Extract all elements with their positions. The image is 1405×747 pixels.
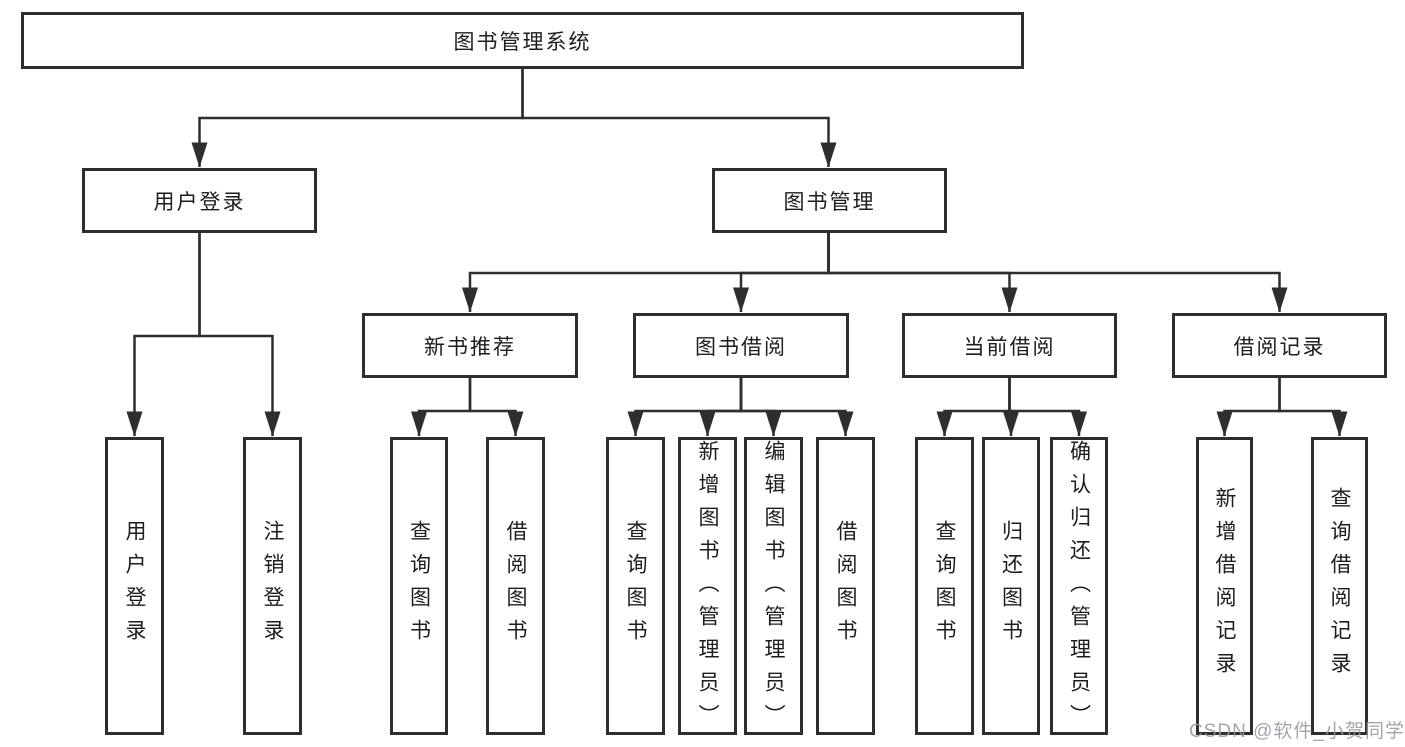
node-new-book-recommend: 新书推荐: [362, 313, 578, 378]
leaf-label: 查询图书: [407, 520, 431, 652]
leaf-borrow-book: 借阅图书: [816, 437, 875, 735]
node-label: 图书管理: [783, 190, 876, 214]
node-label: 新书推荐: [424, 335, 516, 359]
node-library-management-system: 图书管理系统: [21, 12, 1024, 69]
leaf-label: 新增借阅记录: [1213, 487, 1236, 685]
leaf-query-book-current: 查询图书: [915, 437, 974, 735]
connector-current-leaf3: [1008, 378, 1087, 437]
node-label: 用户登录: [153, 190, 246, 214]
connector-borrow-leaf4: [739, 378, 854, 437]
leaf-label: 归还图书: [999, 520, 1023, 652]
leaf-label: 借阅图书: [834, 520, 857, 652]
leaf-label: 注销登录: [261, 520, 284, 652]
connector-borrow-leaf3: [739, 378, 782, 437]
leaf-confirm-return-admin: 确认归还（管理员）: [1050, 437, 1108, 737]
leaf-borrow-book-recommend: 借阅图书: [486, 437, 545, 735]
leaf-label: 用户登录: [123, 520, 146, 652]
connector-mgmt-records: [827, 233, 1288, 313]
node-label: 当前借阅: [963, 335, 1056, 359]
node-label: 图书借阅: [695, 335, 787, 359]
leaf-return-book: 归还图书: [982, 437, 1040, 735]
connector-root-book-management: [521, 69, 837, 168]
leaf-label: 确认归还（管理员）: [1067, 440, 1091, 737]
connector-records-leaf2: [1278, 378, 1348, 437]
connector-root-user-login: [191, 69, 524, 168]
connector-borrow-leaf1: [627, 378, 743, 437]
csdn-watermark: CSDN @软件_小贺同学: [1189, 721, 1405, 742]
connector-login-leaf1: [126, 233, 201, 437]
leaf-query-book-recommend: 查询图书: [390, 437, 448, 735]
leaf-add-book-admin: 新增图书（管理员）: [678, 437, 737, 737]
leaf-user-login: 用户登录: [105, 437, 164, 735]
connector-login-leaf2: [198, 233, 281, 437]
leaf-query-borrow-record: 查询借阅记录: [1311, 437, 1368, 735]
connector-newbook-leaf2: [468, 378, 524, 437]
node-label: 借阅记录: [1233, 335, 1326, 359]
connector-mgmt-borrow: [733, 233, 830, 313]
connector-current-leaf1: [936, 378, 1011, 437]
node-user-login: 用户登录: [82, 168, 317, 233]
node-current-borrow: 当前借阅: [902, 313, 1117, 378]
leaf-query-book-borrow: 查询图书: [606, 437, 665, 735]
leaf-label: 编辑图书（管理员）: [762, 440, 785, 737]
leaf-edit-book-admin: 编辑图书（管理员）: [744, 437, 803, 737]
connector-records-leaf1: [1216, 378, 1281, 437]
leaf-logout-login: 注销登录: [243, 437, 302, 735]
node-borrow-records: 借阅记录: [1172, 313, 1387, 378]
connector-newbook-leaf1: [411, 378, 472, 437]
leaf-label: 查询图书: [933, 520, 956, 652]
leaf-label: 查询图书: [624, 520, 647, 652]
node-book-borrow: 图书借阅: [633, 313, 849, 378]
leaf-label: 借阅图书: [504, 520, 527, 652]
node-book-management: 图书管理: [712, 168, 947, 233]
node-label: 图书管理系统: [453, 30, 592, 54]
leaf-add-borrow-record: 新增借阅记录: [1196, 437, 1253, 735]
leaf-label: 查询借阅记录: [1328, 487, 1351, 685]
leaf-label: 新增图书（管理员）: [696, 440, 719, 737]
connector-borrow-leaf2: [699, 378, 743, 437]
